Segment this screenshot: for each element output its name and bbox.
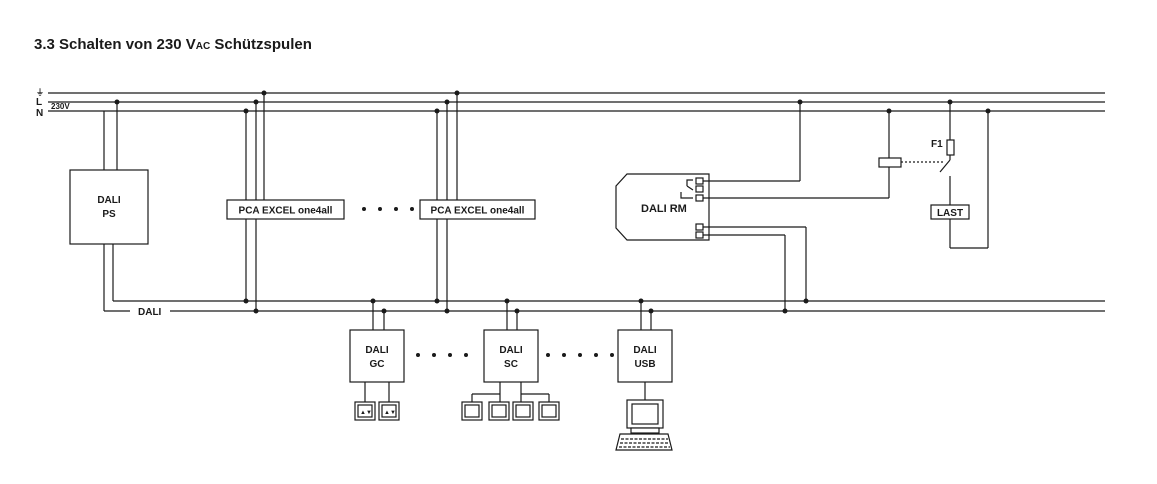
dimmer-button-icon: ▲▼ <box>378 401 400 421</box>
fuse-icon <box>946 139 955 156</box>
dali-rm-box <box>615 173 710 241</box>
dali-usb-label-2: USB <box>634 359 655 370</box>
relay-contact-icon <box>686 179 694 191</box>
dali-ps-box <box>69 169 149 245</box>
dali-gc-label-2: GC <box>370 359 385 370</box>
load-label: LAST <box>937 208 963 219</box>
voltage-label: 230V <box>51 102 70 111</box>
dali-ps-label-1: DALI <box>97 195 121 206</box>
push-button-icon <box>512 401 534 421</box>
title-text: Schalten von 230 V <box>59 36 196 53</box>
pca-excel-label-1: PCA EXCEL one4all <box>239 206 333 217</box>
dali-usb-label-1: DALI <box>633 345 657 356</box>
dali-usb-box <box>617 329 673 383</box>
svg-text:▲▼: ▲▼ <box>384 410 396 416</box>
dali-sc-label-2: SC <box>504 359 518 370</box>
contactor-coil-icon <box>878 157 902 168</box>
rail-label-n: N <box>36 108 43 119</box>
switch-contact-icon <box>939 159 951 173</box>
earth-symbol: ⏚ <box>36 88 44 97</box>
pca-excel-label-2: PCA EXCEL one4all <box>431 206 525 217</box>
title-text-after: Schützspulen <box>210 36 312 53</box>
dali-bus-label: DALI <box>138 307 162 318</box>
dali-rm-label: DALI RM <box>641 203 687 215</box>
dali-sc-box <box>483 329 539 383</box>
pca-excel-box-2 <box>419 199 536 220</box>
fuse-label: F1 <box>931 139 943 150</box>
dimmer-button-icon: ▲▼ <box>354 401 376 421</box>
dali-gc-label-1: DALI <box>365 345 389 356</box>
title-subscript: AC <box>195 41 211 52</box>
computer-icon <box>615 399 673 451</box>
push-button-icon <box>488 401 510 421</box>
dali-sc-label-1: DALI <box>499 345 523 356</box>
push-button-icon <box>538 401 560 421</box>
title-number: 3.3 <box>34 36 55 53</box>
push-button-icon <box>461 401 483 421</box>
dali-gc-box <box>349 329 405 383</box>
dali-ps-label-2: PS <box>102 209 116 220</box>
pca-excel-box-1 <box>226 199 345 220</box>
rail-label-l: L <box>36 97 42 108</box>
page-title: 3.3 Schalten von 230 VAC Schützspulen <box>34 36 312 53</box>
svg-text:▲▼: ▲▼ <box>360 410 372 416</box>
